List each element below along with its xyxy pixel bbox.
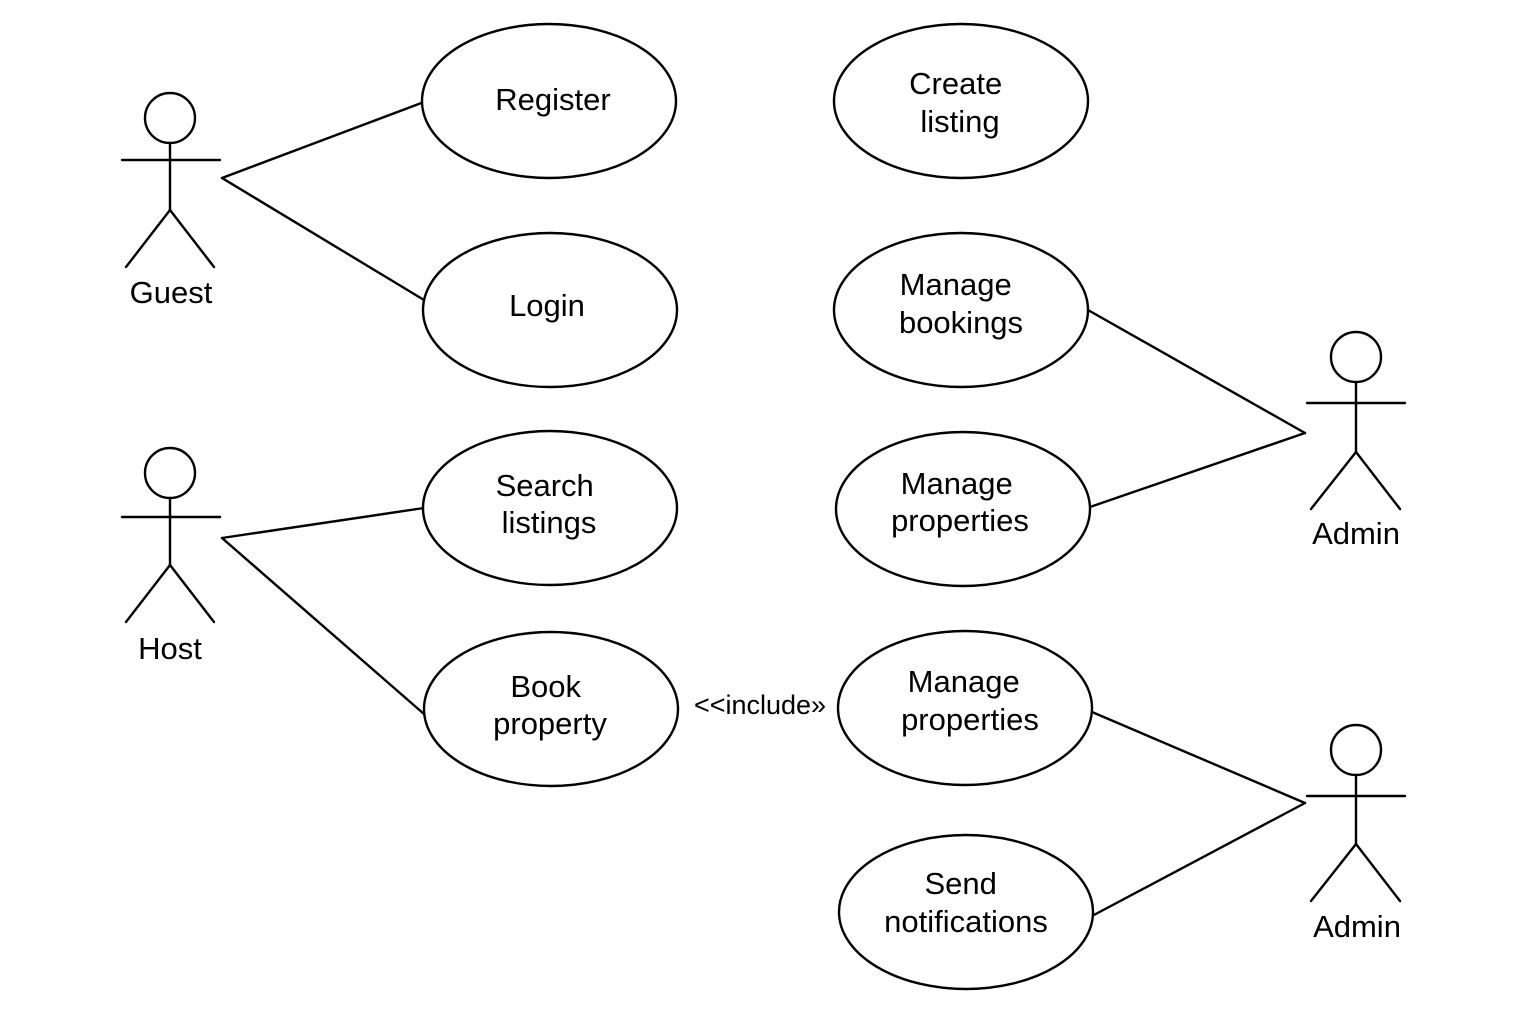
use-case-send-notifications-ellipse <box>837 833 1095 991</box>
use-case-manage-properties-bottom-ellipse <box>836 629 1094 787</box>
use-case-book-property: Book property <box>422 630 680 788</box>
use-case-register: Register <box>420 22 678 180</box>
use-case-search-listings-line-1: Search <box>496 468 594 503</box>
use-case-login-line-1: Login <box>509 288 585 323</box>
actor-host-head <box>143 446 197 500</box>
use-case-send-notifications-line-2: notifications <box>884 904 1048 939</box>
association-lines <box>220 100 1307 918</box>
use-case-manage-properties-bottom-line-2: properties <box>901 702 1039 737</box>
use-case-book-property-line-2: property <box>493 706 607 741</box>
use-case-register-line-1: Register <box>495 82 610 117</box>
assoc-admin2-send-notifications <box>1090 801 1307 918</box>
use-case-book-property-line-1: Book <box>510 669 581 704</box>
actor-admin-bottom-right-leg <box>1354 842 1402 903</box>
use-case-manage-bookings-ellipse <box>832 231 1090 389</box>
use-case-manage-properties-top-ellipse <box>834 430 1092 588</box>
actor-guest-label: Guest <box>130 275 213 310</box>
actor-admin-bottom-head <box>1329 723 1383 777</box>
actor-admin-bottom-label: Admin <box>1313 909 1401 944</box>
use-case-manage-bookings-label: Manage bookings <box>899 267 1023 340</box>
use-case-create-listing-line-1: Create <box>909 66 1002 101</box>
assoc-admin2-manage-properties <box>1090 710 1307 805</box>
actor-admin-bottom-left-leg <box>1309 842 1358 903</box>
actor-admin-bottom: Admin <box>1305 723 1407 944</box>
use-case-login: Login <box>421 231 679 389</box>
use-case-search-listings-line-2: listings <box>502 505 597 540</box>
use-case-manage-properties-top-line-1: Manage <box>901 466 1013 501</box>
actor-admin-top-label: Admin <box>1312 516 1400 551</box>
use-case-search-listings: Search listings <box>421 429 679 587</box>
actor-host: Host <box>120 446 222 666</box>
use-case-create-listing-ellipse <box>832 22 1090 180</box>
use-case-register-ellipse <box>420 22 678 180</box>
use-case-login-ellipse <box>421 231 679 389</box>
actor-host-right-leg <box>168 563 216 624</box>
actor-host-left-leg <box>124 563 172 624</box>
assoc-host-search-listings <box>220 506 426 540</box>
actor-guest-left-leg <box>124 208 172 269</box>
use-case-manage-properties-top-label: Manage properties <box>891 466 1029 538</box>
actor-admin-top: Admin <box>1305 330 1407 551</box>
actor-admin-top-right-leg <box>1354 450 1402 511</box>
use-case-create-listing-label: Create listing <box>909 66 1011 139</box>
use-case-manage-bookings-line-1: Manage <box>900 267 1012 302</box>
use-case-register-label: Register <box>495 82 610 117</box>
assoc-admin1-manage-bookings <box>1086 308 1307 435</box>
use-case-manage-properties-top: Manage properties <box>834 430 1092 588</box>
assoc-host-book-property <box>220 536 426 716</box>
assoc-admin1-manage-properties <box>1088 431 1307 509</box>
use-case-login-label: Login <box>509 288 585 323</box>
assoc-guest-login <box>220 176 426 302</box>
use-case-manage-properties-bottom: Manage properties <box>836 629 1094 787</box>
use-case-send-notifications-line-1: Send <box>924 866 996 901</box>
use-case-send-notifications-label: Send notifications <box>884 866 1048 939</box>
use-case-search-listings-ellipse <box>421 429 679 587</box>
use-case-book-property-ellipse <box>422 630 680 788</box>
assoc-guest-register <box>220 100 426 180</box>
use-case-create-listing-line-2: listing <box>920 104 999 139</box>
use-case-manage-properties-bottom-label: Manage properties <box>901 664 1039 737</box>
use-case-book-property-label: Book property <box>493 669 607 741</box>
use-case-manage-bookings: Manage bookings <box>832 231 1090 389</box>
actor-admin-top-head <box>1329 330 1383 384</box>
actor-guest-head <box>143 91 197 145</box>
use-case-send-notifications: Send notifications <box>837 833 1095 991</box>
use-case-manage-properties-bottom-line-1: Manage <box>908 664 1020 699</box>
actor-guest-right-leg <box>168 208 216 269</box>
actor-guest: Guest <box>120 91 222 310</box>
use-case-manage-properties-top-line-2: properties <box>891 503 1029 538</box>
use-case-manage-bookings-line-2: bookings <box>899 305 1023 340</box>
actor-admin-top-left-leg <box>1309 450 1358 511</box>
use-case-create-listing: Create listing <box>832 22 1090 180</box>
actor-host-label: Host <box>138 631 202 666</box>
include-label: <<include» <box>694 690 826 720</box>
use-case-search-listings-label: Search listings <box>496 468 603 540</box>
